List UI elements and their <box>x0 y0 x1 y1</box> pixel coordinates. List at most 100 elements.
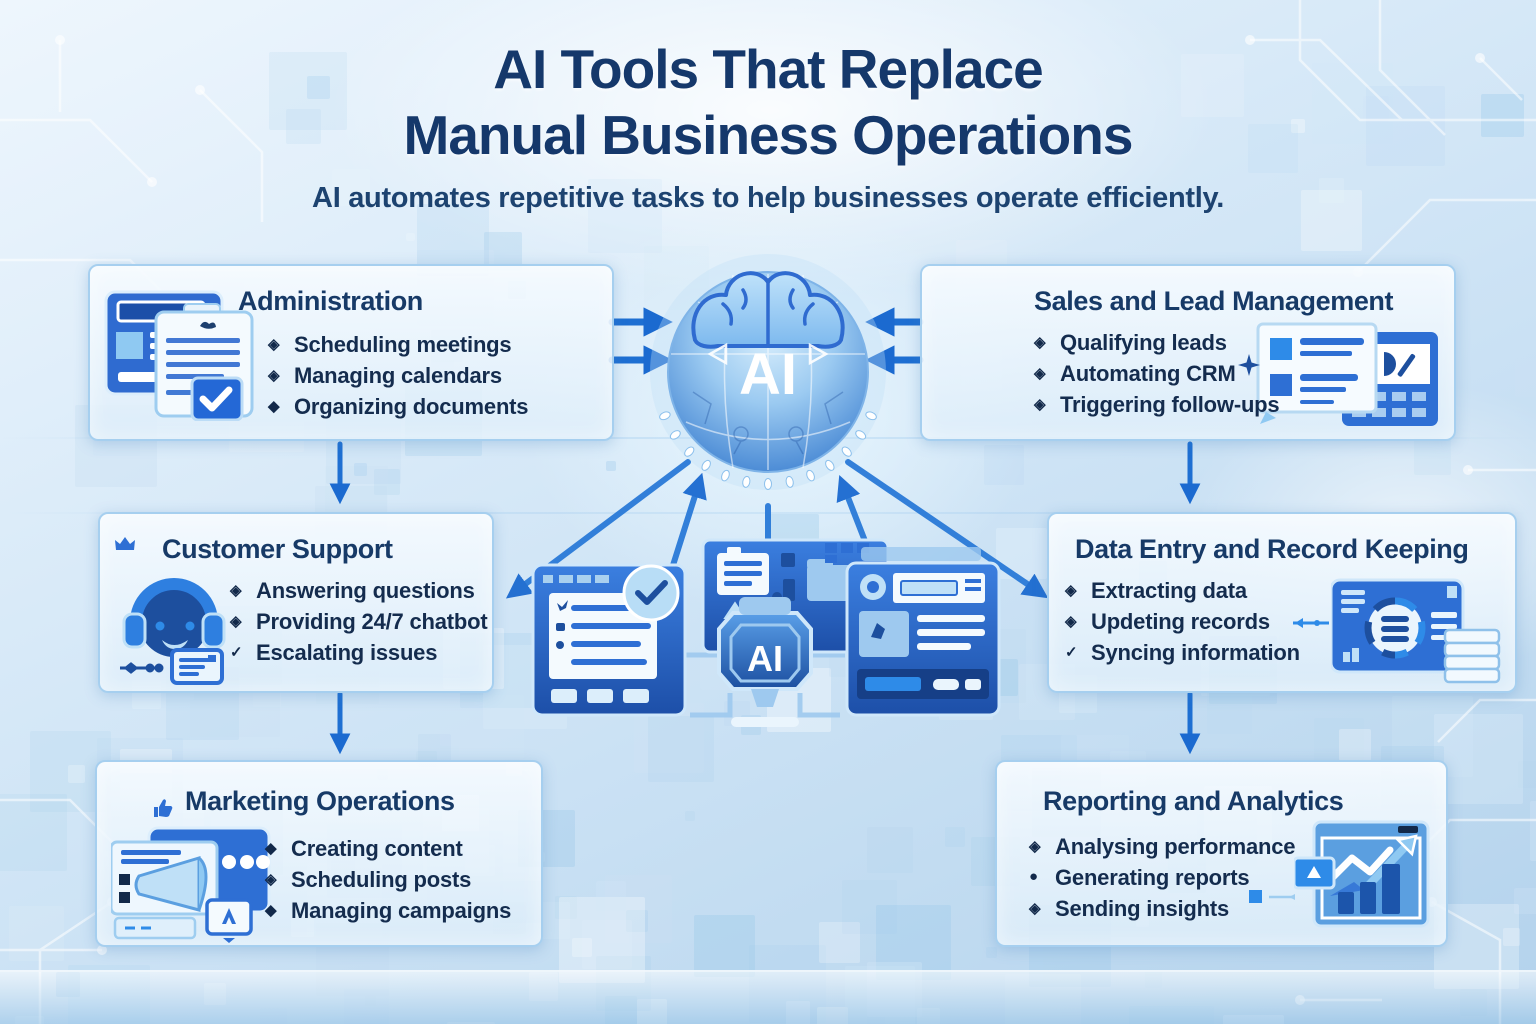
list-item-text: Generating reports <box>1055 865 1250 890</box>
card-bullet-list: ◈ Analysing performance ● Generating repor… <box>1029 834 1296 927</box>
list-item-text: Scheduling meetings <box>294 332 512 357</box>
bullet-glyph: ◈ <box>1065 613 1077 630</box>
page-title-line1: AI Tools That Replace <box>493 38 1043 100</box>
list-item: ◈ Analysing performance <box>1029 834 1296 865</box>
bullet-glyph: ◈ <box>268 367 280 384</box>
bottom-band-decoration <box>0 970 1536 1024</box>
list-item-text: Escalating issues <box>256 640 438 665</box>
ai-brain-hub: AI <box>650 254 886 490</box>
list-item: ✓ Escalating issues <box>230 640 488 671</box>
page-title-line2: Manual Business Operations <box>403 104 1134 166</box>
growth-chart-icon <box>1294 818 1432 940</box>
bullet-glyph: ◈ <box>1034 334 1046 351</box>
ai-tools-cluster: AI <box>531 538 1001 727</box>
list-item-text: Providing 24/7 chatbot <box>256 609 488 634</box>
arrow-tools-to-ai-right <box>836 474 891 603</box>
ai-chip-label: AI <box>747 638 783 679</box>
dashboard-panel-icon <box>845 547 1001 717</box>
ai-globe <box>667 271 869 473</box>
list-item-text: Creating content <box>291 836 463 861</box>
list-item: ◆ Organizing documents <box>268 394 529 425</box>
card-title: Sales and Lead Management <box>1034 286 1394 316</box>
list-item: ◈ Answering questions <box>230 578 488 609</box>
bullet-glyph: ◈ <box>1034 396 1046 413</box>
list-item-text: Triggering follow-ups <box>1060 392 1280 417</box>
list-item: ◈Providing 24/7 chatbot <box>230 609 488 640</box>
card-bullet-list: ◈ Scheduling meetings ◈ Managing calendars… <box>268 332 529 425</box>
card-customer-support: Customer Support ◈ Answering questions ◈P… <box>98 512 494 693</box>
list-item: ◈ Managing calendars <box>268 363 528 394</box>
list-item: ◈ Triggering follow-ups <box>1034 392 1280 423</box>
header: AI Tools That Replace Manual Business Op… <box>0 36 1536 215</box>
thumbs-up-icon <box>154 799 173 817</box>
bullet-glyph: ✓ <box>230 644 243 661</box>
list-item-text: Qualifying leads <box>1060 330 1227 355</box>
list-item-text: Scheduling posts <box>291 867 472 892</box>
card-sales-lead-management: Sales and Lead Management ◈ Qualifying le… <box>920 264 1456 441</box>
bullet-glyph: ◈ <box>1029 900 1041 917</box>
double-arrow-icon <box>1293 618 1329 628</box>
arrow-tools-to-ai-left <box>659 472 707 603</box>
sparkle-icon <box>1238 354 1260 376</box>
list-item-text: Sending insights <box>1055 896 1230 921</box>
list-item: ◈ Extracting data <box>1065 578 1300 609</box>
checklist-panel-icon <box>531 563 687 717</box>
window-clipboard-check-icon <box>104 286 264 421</box>
card-bullet-list: ◈ Answering questions ◈Providing 24/7 cha… <box>230 578 488 671</box>
arrow-ai-to-dataentry <box>845 459 1049 599</box>
bullet-glyph: ◈ <box>265 871 277 888</box>
list-item: ◆ Creating content <box>265 836 511 867</box>
workflow-panel-icon <box>701 538 890 654</box>
sync-records-stack-icon <box>1331 578 1503 686</box>
bullet-glyph: ◆ <box>265 902 277 919</box>
list-item: ● Generating reports <box>1029 865 1295 896</box>
card-marketing-operations: Marketing Operations ◆ Creating content ◈… <box>95 760 543 947</box>
bullet-glyph: ◆ <box>265 840 277 857</box>
card-reporting-analytics: Reporting and Analytics ◈ Analysing perfo… <box>995 760 1448 947</box>
list-item: ◈ Scheduling meetings <box>268 332 528 363</box>
bullet-glyph: ◈ <box>1029 838 1041 855</box>
list-item-text: Answering questions <box>256 578 475 603</box>
card-title: Reporting and Analytics <box>1043 786 1344 816</box>
ai-chip-icon: AI <box>717 597 813 727</box>
list-item-text: Automating CRM <box>1060 361 1236 386</box>
arrow-ai-to-support <box>505 459 691 599</box>
crown-icon <box>115 537 135 550</box>
card-administration: Administration ◈ Scheduling meetings ◈ Man… <box>88 264 614 441</box>
crm-list-keypad-icon <box>1254 316 1444 434</box>
list-item-text: Managing calendars <box>294 363 502 388</box>
card-bullet-list: ◆ Creating content ◈ Scheduling posts ◆ Man… <box>265 836 511 929</box>
ai-hub-label: AI <box>739 342 797 407</box>
list-item-text: Syncing information <box>1091 640 1300 665</box>
check-bubble-icon <box>622 564 680 622</box>
list-item-text: Managing campaigns <box>291 898 512 923</box>
bullet-glyph: ◈ <box>1065 582 1077 599</box>
card-bullet-list: ◈ Qualifying leads ◈ Automating CRM ◈ Trigg… <box>1034 330 1280 423</box>
card-title: Marketing Operations <box>185 786 455 816</box>
list-item-text: Updeting records <box>1091 609 1270 634</box>
list-item: ◈ Updeting records <box>1065 609 1300 640</box>
list-item: ✓ Syncing information <box>1065 640 1300 671</box>
bullet-glyph: ● <box>1029 868 1038 885</box>
square-dash-decoration <box>1249 890 1295 903</box>
list-item-text: Organizing documents <box>294 394 529 419</box>
headset-chatbot-icon <box>116 570 234 688</box>
list-item-text: Extracting data <box>1091 578 1247 603</box>
brain-icon <box>691 271 845 349</box>
card-bullet-list: ◈ Extracting data ◈ Updeting records ✓ Sync… <box>1065 578 1300 671</box>
card-title: Administration <box>238 286 423 316</box>
list-item: ◆ Managing campaigns <box>265 898 511 929</box>
list-item: ◈ Automating CRM <box>1034 361 1279 392</box>
bullet-glyph: ◈ <box>230 582 242 599</box>
bullet-glyph: ◈ <box>268 336 280 353</box>
list-item: ◈ Scheduling posts <box>265 867 511 898</box>
list-item-text: Analysing performance <box>1055 834 1296 859</box>
card-title: Data Entry and Record Keeping <box>1075 534 1469 564</box>
card-title: Customer Support <box>162 534 393 564</box>
megaphone-window-icon <box>111 818 281 944</box>
bullet-glyph: ◆ <box>268 398 280 415</box>
list-item: ◈ Qualifying leads <box>1034 330 1279 361</box>
bullet-glyph: ◈ <box>1034 365 1046 382</box>
bullet-glyph: ✓ <box>1065 644 1078 661</box>
